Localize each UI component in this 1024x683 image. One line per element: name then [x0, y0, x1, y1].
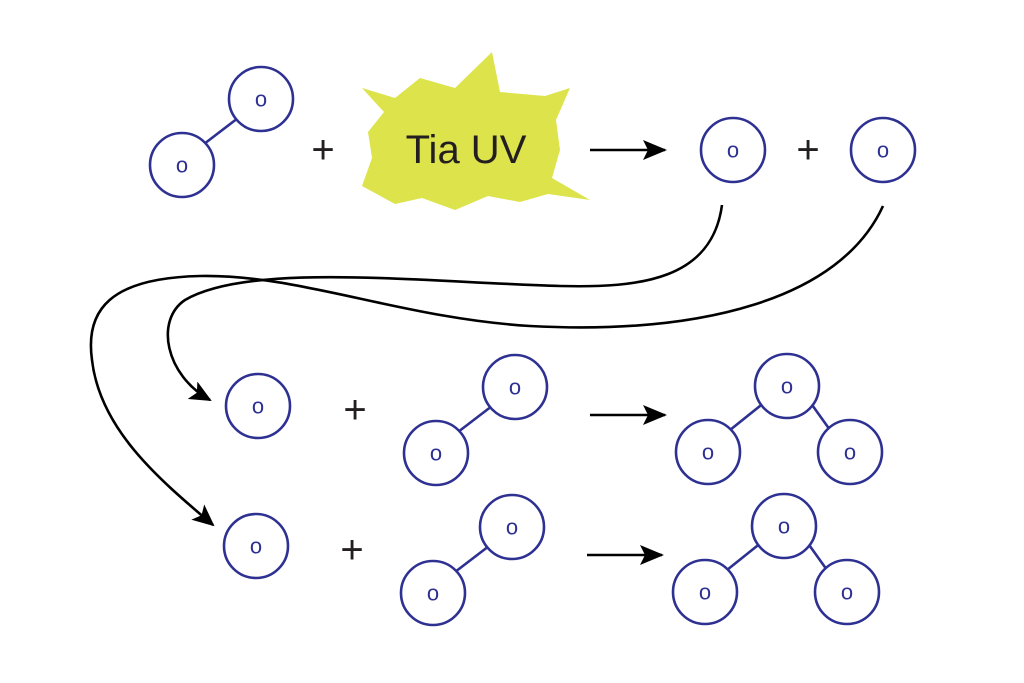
oxygen-atom-label: o — [427, 581, 439, 606]
oxygen-atom: o — [148, 131, 216, 199]
atom-circle — [402, 419, 470, 487]
bond — [454, 544, 490, 574]
atom-circle — [222, 512, 290, 580]
uv-burst-icon: Tia UV — [362, 52, 590, 210]
o2-molecule: o o — [402, 353, 549, 487]
bond — [805, 541, 829, 571]
atom-circle — [478, 493, 546, 561]
oxygen-atom-label: o — [727, 138, 739, 163]
atom-circle — [753, 352, 821, 420]
oxygen-atom: o — [478, 493, 546, 561]
oxygen-atom: o — [750, 492, 818, 560]
oxygen-atom: o — [399, 559, 467, 627]
curved-arrow-to-row-2 — [166, 204, 724, 402]
oxygen-atom: o — [849, 116, 917, 184]
oxygen-atom-label: o — [844, 440, 856, 465]
row-1-photolysis: o o + Tia UV o + o — [148, 52, 917, 210]
oxygen-atom: o — [813, 558, 881, 626]
oxygen-atom-label: o — [506, 515, 518, 540]
atom-circle — [481, 353, 549, 421]
atom-circle — [399, 559, 467, 627]
oxygen-atom-label: o — [255, 87, 267, 112]
oxygen-atom-label: o — [877, 138, 889, 163]
oxygen-atom: o — [671, 558, 739, 626]
atom-circle — [849, 116, 917, 184]
bond — [726, 540, 763, 572]
atom-circle — [148, 131, 216, 199]
oxygen-atom: o — [227, 65, 295, 133]
atom-circle — [224, 372, 292, 440]
oxygen-atom-label: o — [250, 534, 262, 559]
bond — [808, 401, 832, 431]
atom-circle — [816, 418, 884, 486]
oxygen-atom-label: o — [781, 374, 793, 399]
uv-label: Tia UV — [406, 128, 527, 172]
plus-sign: + — [340, 528, 363, 572]
oxygen-atom-label: o — [430, 441, 442, 466]
oxygen-atom-label: o — [699, 580, 711, 605]
o3-molecule: o o o — [674, 352, 884, 486]
oxygen-atom: o — [816, 418, 884, 486]
o2-molecule: o o — [148, 65, 295, 199]
bond — [729, 400, 766, 432]
oxygen-atom: o — [674, 418, 742, 486]
oxygen-atom-label: o — [841, 580, 853, 605]
atom-circle — [674, 418, 742, 486]
oxygen-atom: o — [753, 352, 821, 420]
plus-sign: + — [343, 388, 366, 432]
oxygen-atom-label: o — [778, 514, 790, 539]
oxygen-atom: o — [402, 419, 470, 487]
atom-circle — [227, 65, 295, 133]
oxygen-atom: o — [222, 512, 290, 580]
atom-circle — [813, 558, 881, 626]
row-3-ozone-formation: o + o o o o — [222, 492, 881, 627]
bond — [457, 404, 493, 434]
oxygen-atom: o — [224, 372, 292, 440]
oxygen-atom: o — [699, 116, 767, 184]
connector-arrows — [89, 204, 885, 527]
o2-molecule: o o — [399, 493, 546, 627]
plus-sign: + — [311, 128, 334, 172]
bond — [203, 116, 239, 146]
oxygen-atom-label: o — [252, 394, 264, 419]
atom-circle — [671, 558, 739, 626]
atom-circle — [699, 116, 767, 184]
atom-circle — [750, 492, 818, 560]
oxygen-atom-label: o — [702, 440, 714, 465]
row-2-ozone-formation: o + o o o o — [224, 352, 884, 487]
oxygen-atom-label: o — [176, 153, 188, 178]
uv-burst-shape — [362, 52, 590, 210]
oxygen-atom: o — [481, 353, 549, 421]
o3-molecule: o o o — [671, 492, 881, 626]
plus-sign: + — [796, 128, 819, 172]
curved-arrow-to-row-3 — [89, 205, 885, 527]
oxygen-atom-label: o — [509, 375, 521, 400]
